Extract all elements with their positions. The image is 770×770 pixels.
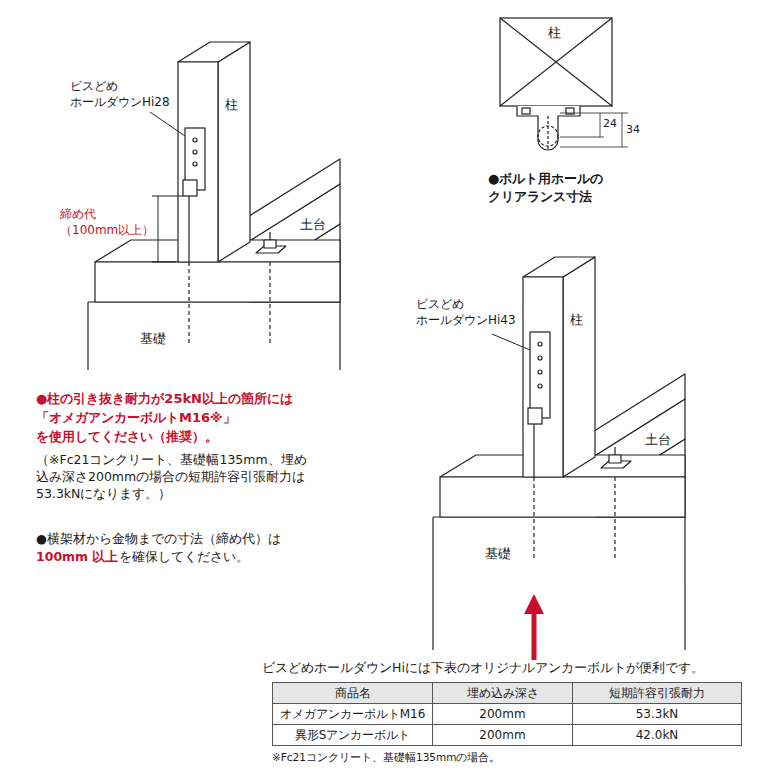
note: ●柱の引き抜き耐力が25kN以上の箇所には xyxy=(36,390,293,408)
drawing-part xyxy=(500,18,612,106)
table-cell: 異形Sアンカーボルト xyxy=(272,724,433,746)
note-part: を確保してください。 xyxy=(119,549,249,564)
part-name: 柱 xyxy=(548,24,561,42)
dimension-label: 24 xyxy=(603,117,617,132)
drawing-part xyxy=(193,150,197,154)
table-header: 短期許容引張耐力 xyxy=(572,682,742,704)
pillar-section xyxy=(500,18,628,150)
part-name: 基礎 xyxy=(140,330,166,348)
note-part: 100mm 以上 xyxy=(36,549,119,564)
drawing-part xyxy=(188,196,189,262)
drawing-part xyxy=(538,384,542,388)
part-name: 土台 xyxy=(300,216,326,234)
red-arrow xyxy=(524,594,544,660)
drawing-part xyxy=(684,585,685,650)
drawing-part xyxy=(528,408,542,424)
drawing-part xyxy=(158,196,159,262)
drawing-part xyxy=(193,162,197,166)
drawing-part xyxy=(560,147,628,148)
drawing-part xyxy=(522,108,530,114)
foundation-extension xyxy=(433,585,685,650)
part-callout: ビスどめ ホールダウンHi28 xyxy=(70,78,182,110)
table-cell: 53.3kN xyxy=(572,703,742,725)
drawing-part xyxy=(524,594,544,614)
drawing-part xyxy=(538,370,542,374)
dimension-label: 締め代 （100mm以上） xyxy=(60,206,152,238)
table-cell: 42.0kN xyxy=(572,724,742,746)
drawing-part xyxy=(492,334,530,350)
hold-down-hi43 xyxy=(492,332,550,560)
framing-drawing xyxy=(433,257,685,585)
drawing-part xyxy=(183,180,197,196)
drawing-part xyxy=(560,137,604,138)
part-name: 柱 xyxy=(570,311,583,329)
framing-drawing xyxy=(88,42,340,370)
note-paragraph: ●横架材から金物までの寸法（締め代）は 100mm 以上を確保してください。 xyxy=(36,530,308,566)
drawing-part xyxy=(622,113,623,147)
part-name: 基礎 xyxy=(485,545,511,563)
drawing-part xyxy=(533,424,534,477)
note: 「オメガアンカーボルトM16※」 xyxy=(36,409,236,427)
drawing-part xyxy=(547,116,548,150)
drawing-part xyxy=(600,113,601,137)
drawing-part xyxy=(500,18,612,106)
drawing-part xyxy=(193,138,197,142)
note-part: ●横架材から金物までの寸法（締め代）は xyxy=(36,531,281,546)
drawing-part xyxy=(532,612,537,660)
part-callout: ビスどめ ホールダウンHi43 xyxy=(416,296,528,328)
table-cell: オメガアンカーボルトM16 xyxy=(272,703,433,725)
footnote: ※Fc21コンクリート、基礎幅135mmの場合。 xyxy=(272,750,500,764)
drawing-part xyxy=(188,262,189,345)
drawing-part xyxy=(500,18,612,106)
figure-caption: ●ボルト用ホールの クリアランス寸法 xyxy=(488,170,658,205)
part-name: 土台 xyxy=(645,431,671,449)
table-header: 埋め込み深さ xyxy=(432,682,573,704)
table-intro: ビスどめホールダウンHiには下表のオリジナルアンカーボルトが便利です。 xyxy=(262,660,704,677)
hold-down-hi28 xyxy=(150,112,205,345)
note: を使用してください（推奨）。 xyxy=(36,428,218,446)
drawing-part xyxy=(150,112,185,136)
drawing-part xyxy=(152,196,183,197)
drawing-part xyxy=(560,113,628,114)
drawing-part xyxy=(530,332,550,418)
drawing-part xyxy=(533,477,534,560)
table-cell: 200mm xyxy=(432,703,573,725)
drawing-part xyxy=(432,585,433,650)
drawing-part xyxy=(152,262,176,263)
part-name: 柱 xyxy=(225,96,238,114)
table-cell: 200mm xyxy=(432,724,573,746)
table-header: 商品名 xyxy=(272,682,433,704)
dimension-label: 34 xyxy=(626,123,640,138)
dimension-fastening-margin xyxy=(152,196,183,262)
drawing-part xyxy=(538,342,542,346)
note: （※Fc21コンクリート、基礎幅135mm、埋め込み深さ200mmの場合の短期許… xyxy=(36,452,308,503)
drawing-part xyxy=(538,356,542,360)
